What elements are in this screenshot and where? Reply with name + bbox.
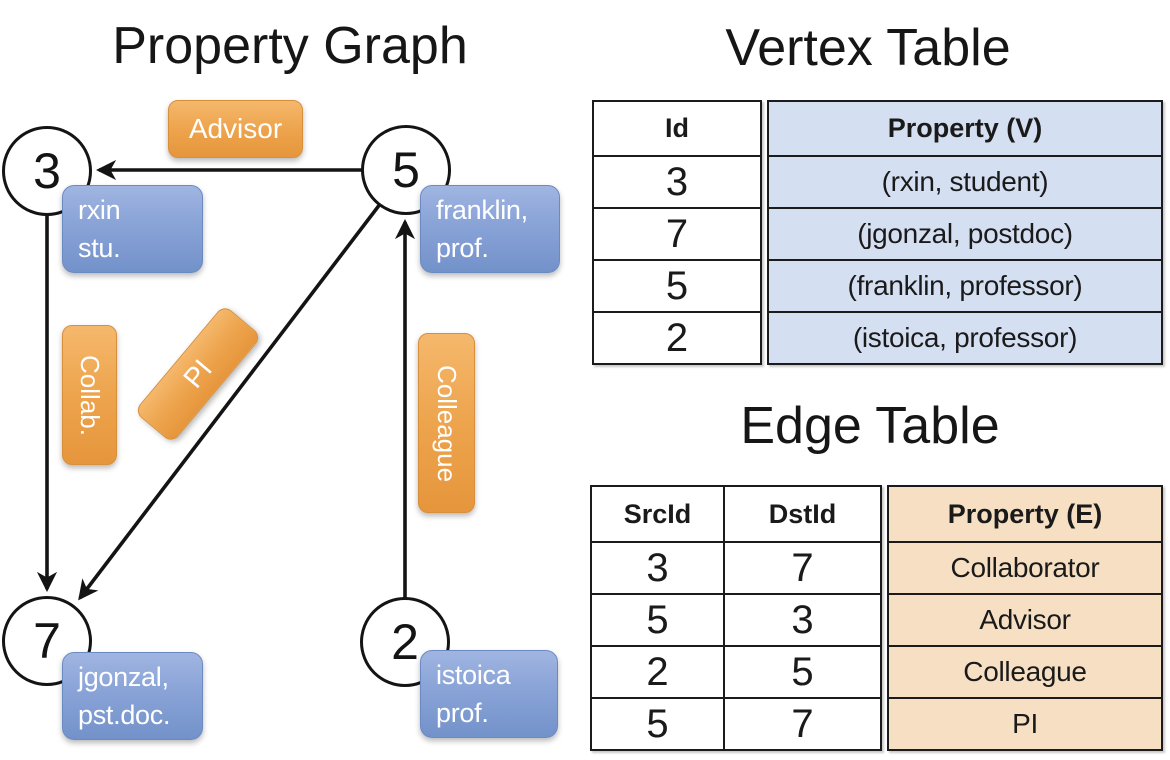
- edge-label-advisor: Advisor: [168, 100, 303, 158]
- vertex-label-line: stu.: [78, 233, 121, 263]
- edge-property-cell: PI: [889, 697, 1161, 749]
- vertex-label-line: prof.: [436, 698, 489, 728]
- edge-label-collab: Collab.: [62, 325, 117, 465]
- node-3-id: 3: [33, 143, 61, 199]
- edge-label-colleague: Colleague: [418, 333, 475, 513]
- edge-srcid-cell: 5: [592, 699, 725, 749]
- graph-node-2: 2: [360, 597, 450, 687]
- edge-dstid-header: DstId: [768, 498, 837, 529]
- edge-property-cell: Colleague: [889, 645, 1161, 697]
- edge-srcid-cell: 2: [592, 647, 725, 697]
- vertex-label-line: pst.doc.: [78, 700, 171, 730]
- edge-label-text: Colleague: [432, 364, 462, 482]
- vertex-id-header: Id: [665, 113, 689, 143]
- edge-table-title: Edge Table: [740, 397, 1000, 455]
- edge-table-property-column: Property (E) Collaborator Advisor Collea…: [887, 485, 1163, 751]
- edge-label-text: PI: [177, 353, 218, 394]
- edge-dstid-cell: 5: [791, 649, 814, 694]
- graph-edges-canvas: [36, 159, 416, 642]
- edge-dstid-cell: 7: [791, 701, 814, 746]
- vertex-property-cell: (rxin, student): [769, 155, 1161, 207]
- node-2-id: 2: [391, 614, 419, 670]
- vertex-table-title: Vertex Table: [725, 19, 1011, 77]
- vertex-table-id-column: Id 3 7 5 2: [592, 100, 762, 365]
- vertex-id-cell: 7: [594, 207, 760, 259]
- vertex-property-header: Property (V): [769, 102, 1161, 155]
- edge-property-cell: Collaborator: [889, 541, 1161, 593]
- edge-arrow-5-to-7: [78, 168, 408, 601]
- vertex-id-cell: 2: [594, 311, 760, 363]
- vertex-label-franklin: franklin, prof.: [420, 185, 560, 273]
- vertex-label-line: rxin: [78, 195, 121, 225]
- vertex-table: Id 3 7 5 2 Property (V) (rxin, student) …: [592, 100, 1163, 365]
- edge-dstid-cell: 7: [791, 545, 814, 590]
- node-7-id: 7: [33, 613, 61, 669]
- edge-label-text: Advisor: [188, 113, 283, 144]
- vertex-label-istoica: istoica prof.: [420, 650, 558, 738]
- vertex-property-cell: (franklin, professor): [769, 259, 1161, 311]
- edge-table-ids-column: SrcId DstId 3 7 5 3 2 5 5 7: [590, 485, 882, 751]
- edge-table: SrcId DstId 3 7 5 3 2 5 5 7 Property (E)…: [590, 485, 1163, 751]
- vertex-id-cell: 3: [594, 155, 760, 207]
- vertex-label-line: franklin,: [436, 195, 528, 225]
- vertex-property-cell: (jgonzal, postdoc): [769, 207, 1161, 259]
- vertex-property-cell: (istoica, professor): [769, 311, 1161, 363]
- property-graph-title: Property Graph: [112, 17, 468, 75]
- edge-srcid-cell: 3: [592, 543, 725, 593]
- edge-label-text: Collab.: [75, 354, 105, 436]
- vertex-table-property-column: Property (V) (rxin, student) (jgonzal, p…: [767, 100, 1163, 365]
- edge-property-header: Property (E): [889, 487, 1161, 541]
- vertex-label-rxin: rxin stu.: [62, 185, 203, 273]
- vertex-label-line: istoica: [436, 660, 511, 690]
- vertex-id-cell: 5: [594, 259, 760, 311]
- vertex-label-jgonzal: jgonzal, pst.doc.: [62, 652, 203, 740]
- edge-srcid-cell: 5: [592, 595, 725, 645]
- edge-srcid-header: SrcId: [592, 487, 725, 541]
- edge-property-cell: Advisor: [889, 593, 1161, 645]
- vertex-label-line: prof.: [436, 233, 489, 263]
- node-5-id: 5: [392, 142, 420, 198]
- edge-dstid-cell: 3: [791, 597, 814, 642]
- graph-node-5: 5: [361, 125, 451, 215]
- vertex-label-line: jgonzal,: [78, 662, 169, 692]
